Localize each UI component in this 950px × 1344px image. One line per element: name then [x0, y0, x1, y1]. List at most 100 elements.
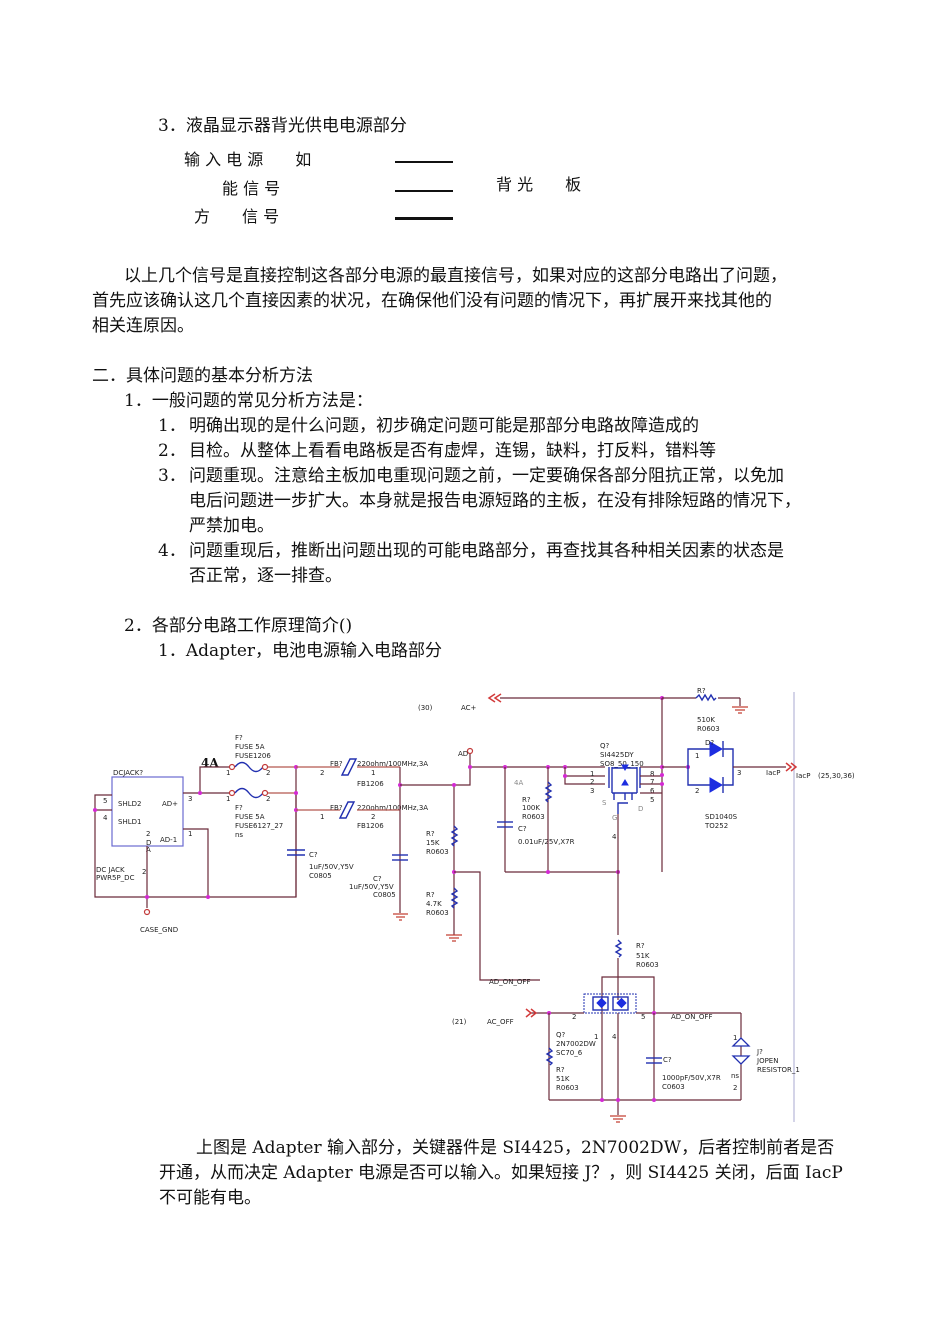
svg-text:2: 2	[266, 769, 270, 777]
backlight-board-label: 背 光 板	[496, 175, 582, 194]
svg-text:SO8_50_150: SO8_50_150	[600, 760, 644, 768]
list-item-number: 4．	[158, 541, 186, 561]
svg-text:FUSE1206: FUSE1206	[235, 752, 271, 760]
list-item-text: 问题重现后，推断出问题出现的可能电路部分，再查找其各种相关因素的状态是	[189, 541, 784, 561]
svg-text:C0805: C0805	[309, 872, 332, 880]
svg-text:JOPEN: JOPEN	[756, 1057, 778, 1065]
subsection-heading: 2．各部分电路工作原理简介()	[124, 616, 353, 636]
capacitor-c0805-1: C? 1uF/50V,Y5V C0805	[287, 849, 354, 880]
resistor-4k7: R? 4.7K R0603	[426, 887, 459, 917]
svg-text:D: D	[146, 839, 151, 847]
svg-text:DCJACK?: DCJACK?	[113, 769, 143, 777]
list-item-number: 1．	[158, 416, 186, 436]
svg-text:DC JACK: DC JACK	[96, 866, 125, 874]
svg-text:4: 4	[612, 1033, 617, 1041]
signal-line-2	[395, 190, 453, 192]
ac-plus-page-ref: (30)	[418, 704, 433, 712]
paragraph-line: 以上几个信号是直接控制这各部分电源的最直接信号，如果对应的这部分电路出了问题，	[124, 266, 787, 286]
svg-text:4.7K: 4.7K	[426, 900, 442, 908]
caption-line: 上图是 Adapter 输入部分，关键器件是 SI4425，2N7002DW，后…	[196, 1138, 835, 1158]
svg-text:510K: 510K	[697, 716, 715, 724]
svg-text:RESISTOR_1: RESISTOR_1	[757, 1066, 800, 1074]
svg-text:AD+: AD+	[162, 800, 178, 808]
list-item-text: 电后问题进一步扩大。本身就是报告电源短路的主板，在没有排除短路的情况下，	[189, 491, 801, 511]
list-item-number: 3．	[158, 466, 186, 486]
svg-text:1: 1	[226, 795, 230, 803]
svg-text:A: A	[146, 846, 151, 854]
svg-text:4: 4	[103, 814, 108, 822]
svg-text:220ohm/100MHz,3A: 220ohm/100MHz,3A	[357, 804, 428, 812]
svg-text:Q?: Q?	[556, 1031, 566, 1039]
svg-text:C0603: C0603	[662, 1083, 685, 1091]
svg-text:5: 5	[103, 797, 107, 805]
svg-text:FB1206: FB1206	[357, 780, 384, 788]
svg-text:1: 1	[594, 1033, 598, 1041]
svg-text:1: 1	[695, 752, 699, 760]
svg-text:R?: R?	[697, 687, 706, 695]
svg-text:1: 1	[590, 770, 594, 778]
svg-text:1: 1	[188, 830, 192, 838]
svg-text:6: 6	[650, 787, 655, 795]
svg-text:AD-1: AD-1	[160, 836, 177, 844]
svg-text:7: 7	[650, 778, 654, 786]
svg-text:3: 3	[590, 787, 594, 795]
resistor-100k: R? 100K R0603	[522, 781, 553, 821]
current-4a-label: 4A	[201, 756, 219, 770]
svg-text:FUSE 5A: FUSE 5A	[235, 813, 265, 821]
svg-text:2: 2	[266, 795, 270, 803]
svg-text:5: 5	[641, 1013, 645, 1021]
list-item-text: 目检。从整体上看看电路板是否有虚焊，连锡，缺料，打反料，错料等	[189, 441, 716, 461]
svg-text:1: 1	[226, 769, 230, 777]
svg-text:2: 2	[371, 813, 375, 821]
signal-line-3	[395, 217, 453, 220]
svg-text:5: 5	[650, 796, 654, 804]
list-item-text: 问题重现。注意给主板加电重现问题之前，一定要确保各部分阻抗正常，以免加	[189, 466, 784, 486]
svg-text:2N7002DW: 2N7002DW	[556, 1040, 596, 1048]
ground-symbol	[732, 706, 748, 714]
svg-text:G: G	[612, 814, 617, 822]
resistor-510k: R? 510K R0603	[662, 687, 741, 733]
ad-on-off-net-label: AD_ON_OFF	[671, 1013, 713, 1021]
ground-symbol	[610, 1115, 626, 1123]
svg-text:R?: R?	[426, 830, 435, 838]
svg-text:SHLD1: SHLD1	[118, 818, 141, 826]
svg-text:FB1206: FB1206	[357, 822, 384, 830]
svg-text:C?: C?	[373, 875, 382, 883]
svg-text:D: D	[638, 805, 643, 813]
ground-symbol	[446, 934, 462, 942]
svg-text:15K: 15K	[426, 839, 440, 847]
svg-text:S: S	[602, 799, 607, 807]
svg-text:2: 2	[142, 868, 146, 876]
grey-4a-label: 4A	[514, 779, 523, 787]
list-item-number: 2．	[158, 441, 186, 461]
svg-text:1: 1	[371, 769, 375, 777]
svg-text:2: 2	[695, 787, 699, 795]
svg-text:R?: R?	[556, 1066, 565, 1074]
capacitor-1000pf: C? 1000pF/50V,X7R C0603	[646, 1056, 721, 1091]
svg-text:R0603: R0603	[636, 961, 659, 969]
svg-text:1uF/50V,Y5V: 1uF/50V,Y5V	[309, 863, 354, 871]
svg-text:FB?: FB?	[330, 760, 343, 768]
svg-text:1000pF/50V,X7R: 1000pF/50V,X7R	[662, 1074, 721, 1082]
svg-text:R0603: R0603	[697, 725, 720, 733]
svg-text:2: 2	[590, 778, 594, 786]
svg-text:R0603: R0603	[426, 848, 449, 856]
ad-on-off-label: AD_ON_OFF	[489, 978, 531, 986]
svg-text:1uF/50V,Y5V: 1uF/50V,Y5V	[349, 883, 394, 891]
svg-text:J?: J?	[756, 1048, 763, 1056]
resistor-51k-bottom: R? 51K R0603	[545, 1047, 579, 1092]
off-page-connector-icon	[525, 1008, 538, 1018]
adapter-input-schematic: DCJACK? SHLD2 SHLD1 AD+ AD-1 2DA DC JACK…	[93, 687, 855, 1123]
svg-text:R?: R?	[636, 942, 645, 950]
svg-text:3: 3	[737, 769, 741, 777]
subsection-item: 1．Adapter，电池电源输入电路部分	[158, 641, 443, 661]
list-item-text: 明确出现的是什么问题，初步确定问题可能是那部分电路故障造成的	[189, 416, 699, 436]
svg-text:SD1040S: SD1040S	[705, 813, 738, 821]
svg-text:2: 2	[733, 1084, 737, 1092]
svg-text:R?: R?	[426, 891, 435, 899]
svg-text:C?: C?	[518, 825, 527, 833]
